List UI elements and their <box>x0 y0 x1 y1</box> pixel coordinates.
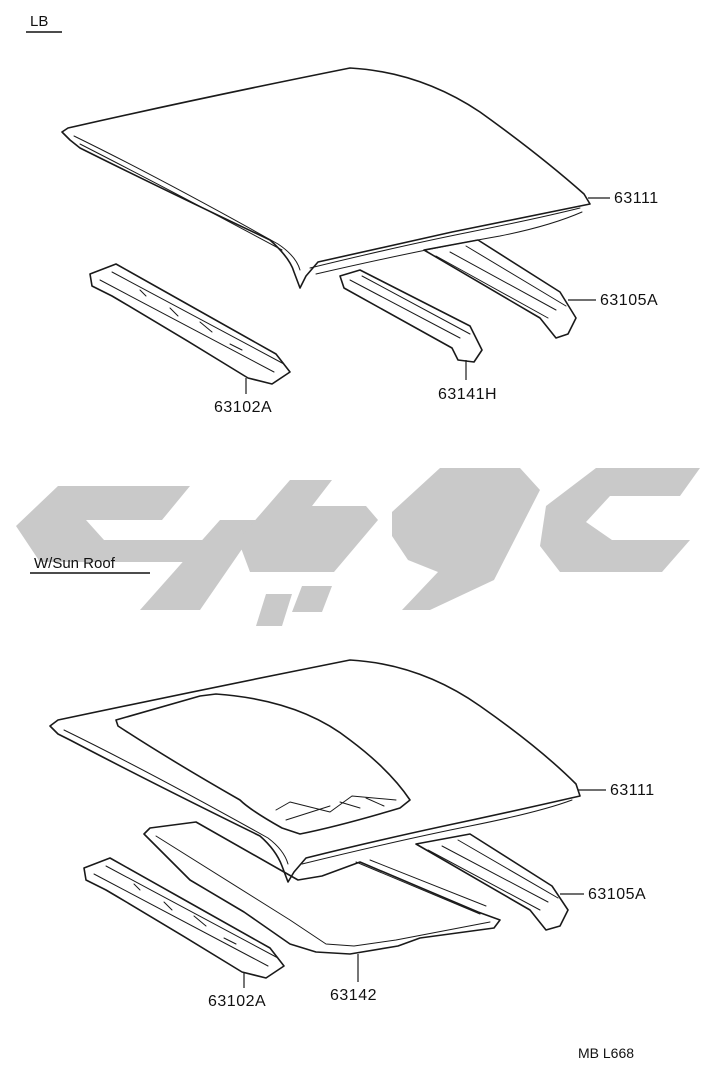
lb-side-rail <box>423 239 577 339</box>
lb-callouts: 63111 63105A 63141H 63102A <box>214 190 659 416</box>
sunroof-side-rail <box>415 833 569 931</box>
sunroof-frame <box>143 821 501 955</box>
diagram-code: MB L668 <box>578 1045 634 1061</box>
sunroof-roof-panel <box>49 659 581 883</box>
callout-sunroof-roof-panel: 63111 <box>610 782 655 799</box>
heading-sunroof-text: W/Sun Roof <box>34 555 116 572</box>
sunroof-callouts: 63111 63105A 63142 63102A <box>208 782 655 1010</box>
watermark-logo <box>16 468 700 626</box>
callout-lb-center-bow: 63141H <box>438 386 497 403</box>
heading-lb-text: LB <box>30 13 48 30</box>
heading-sunroof: W/Sun Roof <box>30 555 150 574</box>
callout-lb-front-header: 63102A <box>214 399 272 416</box>
sunroof-front-header <box>83 857 285 979</box>
lb-center-bow <box>339 269 483 363</box>
lb-front-header <box>89 263 291 385</box>
callout-lb-side-rail: 63105A <box>600 292 658 309</box>
lb-roof-panel <box>61 67 591 289</box>
callout-sunroof-front-header: 63102A <box>208 993 266 1010</box>
heading-lb: LB <box>26 13 62 33</box>
callout-sunroof-side-rail: 63105A <box>588 886 646 903</box>
callout-sunroof-frame: 63142 <box>330 987 377 1004</box>
callout-lb-roof-panel: 63111 <box>614 190 659 207</box>
